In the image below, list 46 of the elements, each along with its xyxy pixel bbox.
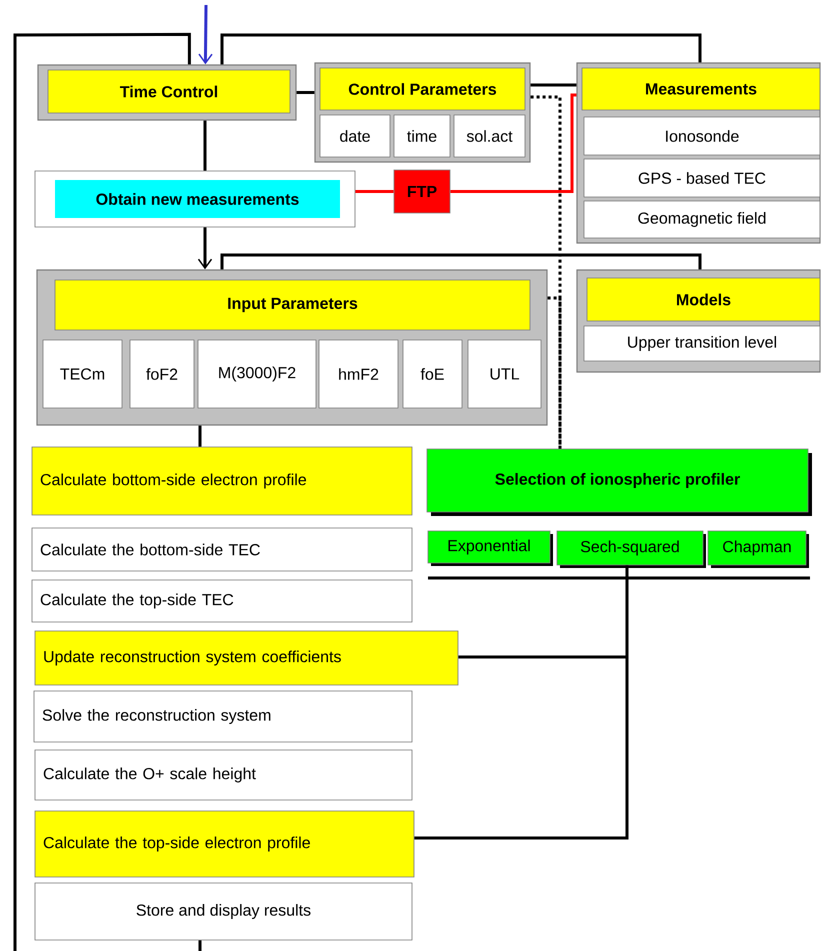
header-box: Input Parameters: [54, 280, 530, 330]
connector: [220, 254, 702, 270]
connector: [450, 94, 576, 193]
parameter-box: foF2: [130, 340, 194, 408]
selector-box: Selection of ionospheric profiler: [426, 448, 812, 516]
process-box: Store and display results: [34, 882, 412, 940]
connector: [204, 120, 206, 171]
parameter-box: foE: [402, 340, 462, 408]
parameter-box: Ionosonde: [584, 116, 820, 156]
parameter-box: time: [394, 114, 450, 158]
option-box: Exponential: [428, 530, 553, 566]
connector: [220, 34, 702, 64]
process-box: Calculate the bottom-side TEC: [32, 528, 412, 572]
process-box: Calculate bottom-side electron profile: [32, 446, 412, 516]
header-box: Models: [586, 278, 820, 322]
process-box: Obtain new measurements: [34, 170, 356, 228]
option-box: Chapman: [708, 530, 809, 568]
parameter-box: date: [320, 114, 390, 158]
connector: [14, 32, 202, 951]
parameter-box: TECm: [42, 340, 122, 408]
process-box: Update reconstruction system coefficients: [34, 630, 458, 686]
process-box: Calculate the top-side electron profile: [34, 810, 414, 878]
parameter-box: GPS - based TEC: [584, 158, 820, 198]
ftp-box: FTP: [394, 170, 450, 214]
option-box: Sech-squared: [556, 530, 706, 568]
connector: [296, 91, 314, 94]
connector: [355, 190, 394, 193]
process-box: Calculate the top-side TEC: [32, 580, 412, 622]
connector: [548, 296, 562, 449]
parameter-box: Geomagnetic field: [584, 200, 820, 238]
connector: [414, 565, 628, 840]
process-box: Solve the reconstruction system: [34, 690, 412, 742]
parameter-box: sol.act: [454, 114, 526, 158]
connector: [530, 96, 562, 449]
parameter-box: M(3000)F2: [198, 340, 316, 408]
connector: [530, 84, 576, 86]
header-box: Time Control: [48, 70, 290, 114]
parameter-box: hmF2: [318, 340, 398, 408]
arrow: [198, 5, 213, 64]
header-box: Measurements: [582, 68, 820, 110]
parameter-box: Upper transition level: [584, 326, 820, 362]
process-box: Calculate the O+ scale height: [34, 750, 412, 800]
header-box: Control Parameters: [320, 68, 526, 110]
parameter-box: UTL: [468, 340, 542, 408]
connector: [198, 426, 202, 447]
arrow: [198, 227, 212, 270]
